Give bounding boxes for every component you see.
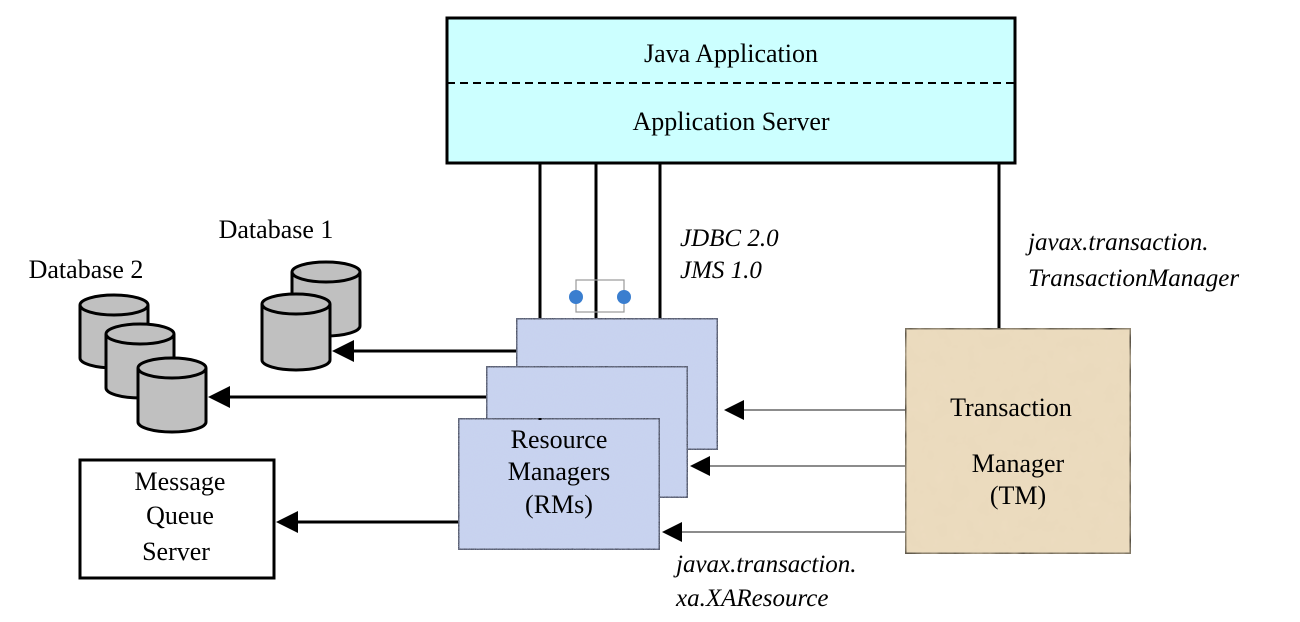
application-server-label: Application Server — [632, 107, 829, 136]
connector-bracket-rect — [575, 279, 625, 313]
mq-label-line1: Message — [135, 467, 226, 496]
tm-rect — [903, 326, 1133, 556]
tm-interface-label-line2: TransactionManager — [1028, 265, 1239, 292]
rm-arrowhead-db2 — [208, 386, 230, 408]
tm-label-line3: (TM) — [990, 481, 1046, 510]
tm-arrowhead-middle — [690, 456, 710, 476]
database-2: Database 2 — [29, 255, 208, 434]
xa-interface-label-line1: javax.transaction. — [673, 551, 857, 578]
connector-dot-right — [617, 290, 631, 304]
message-queue-server: Message Queue Server — [78, 458, 276, 580]
rm-arrowhead-mq — [276, 511, 298, 533]
database-1-label: Database 1 — [219, 215, 334, 244]
mq-label-line3: Server — [142, 537, 210, 566]
connector-bracket — [569, 279, 631, 313]
jms-label: JMS 1.0 — [680, 257, 762, 284]
db1-cylinder-front — [260, 292, 332, 372]
mq-label-line2: Queue — [146, 501, 214, 530]
tm-to-rm-arrows — [662, 400, 905, 542]
tm-arrowhead-front — [662, 522, 682, 542]
xa-interface-label-line2: xa.XAResource — [675, 585, 828, 612]
mq-rect — [78, 458, 276, 580]
tm-label-line1: Transaction — [950, 393, 1072, 422]
database-2-label: Database 2 — [29, 255, 144, 284]
connector-dot-left — [569, 290, 583, 304]
app-server-rect — [445, 16, 1017, 165]
database-1: Database 1 — [219, 215, 362, 372]
java-application-label: Java Application — [644, 39, 818, 68]
rm-label-line1: Resource — [511, 425, 608, 454]
rm-arrowhead-db1 — [332, 340, 354, 362]
tm-label-line2: Manager — [972, 449, 1065, 478]
interface-labels: JDBC 2.0 JMS 1.0 javax.transaction. Tran… — [673, 225, 1239, 612]
rm-label-line3: (RMs) — [525, 490, 593, 519]
tm-arrowhead-back — [724, 400, 744, 420]
jdbc-label: JDBC 2.0 — [680, 225, 779, 252]
rm-box-front — [456, 416, 662, 552]
db2-cylinder-front — [136, 356, 208, 434]
application-server-box: Java Application Application Server — [445, 16, 1017, 165]
transaction-manager-box: Transaction Manager (TM) — [903, 326, 1133, 556]
rm-to-resource-arrows — [208, 340, 516, 533]
tm-interface-label-line1: javax.transaction. — [1025, 229, 1209, 256]
resource-manager-stack: Resource Managers (RMs) — [456, 316, 720, 552]
rm-label-line2: Managers — [508, 457, 611, 486]
